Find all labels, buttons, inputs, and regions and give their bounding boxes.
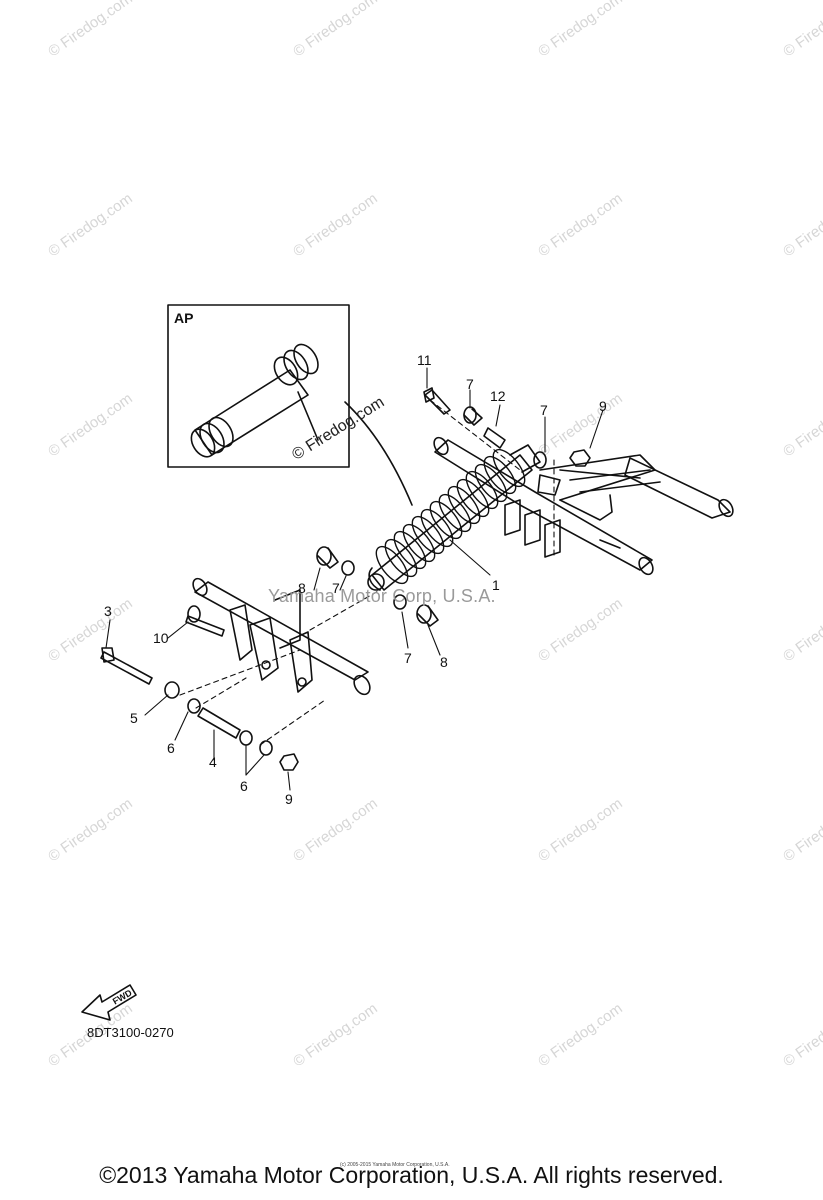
callout-9: 9: [599, 398, 607, 414]
callout-7: 7: [540, 402, 548, 418]
shock-absorber: [367, 444, 541, 591]
inset-box: [167, 304, 350, 468]
copyright-footer: ©2013 Yamaha Motor Corporation, U.S.A. A…: [99, 1162, 724, 1188]
inset-rubber-boot: [190, 343, 319, 458]
callout-11: 11: [417, 352, 432, 368]
inset-label: AP: [174, 310, 194, 326]
callout-1: 1: [492, 577, 500, 593]
callout-6: 6: [240, 778, 248, 794]
callout-7: 7: [466, 376, 474, 392]
callout-7: 7: [332, 580, 340, 596]
callout-8: 8: [440, 654, 448, 670]
leader-lines: [105, 367, 604, 791]
callout-5: 5: [130, 710, 138, 726]
shock-spring: [375, 448, 526, 585]
callout-8: 8: [298, 580, 306, 596]
upper-arm-assembly: [433, 436, 734, 576]
callout-10: 10: [153, 630, 169, 646]
callout-4: 4: [209, 754, 217, 770]
callout-3: 3: [104, 603, 112, 619]
callout-6: 6: [167, 740, 175, 756]
guide-lines: [179, 399, 555, 746]
callout-9: 9: [285, 791, 293, 807]
fwd-arrow-icon: [81, 984, 137, 1021]
diagram-code: 8DT3100-0270: [87, 1025, 174, 1040]
callout-12: 12: [490, 388, 506, 404]
corp-watermark: Yamaha Motor Corp, U.S.A.: [268, 586, 496, 606]
lower-arm-assembly: [192, 577, 371, 696]
inset-pointer-line: [344, 401, 413, 506]
callout-7: 7: [404, 650, 412, 666]
tiny-copyright: (c) 2005-2015 Yamaha Motor Corporation, …: [340, 1162, 450, 1168]
hardware-parts: [100, 387, 591, 771]
